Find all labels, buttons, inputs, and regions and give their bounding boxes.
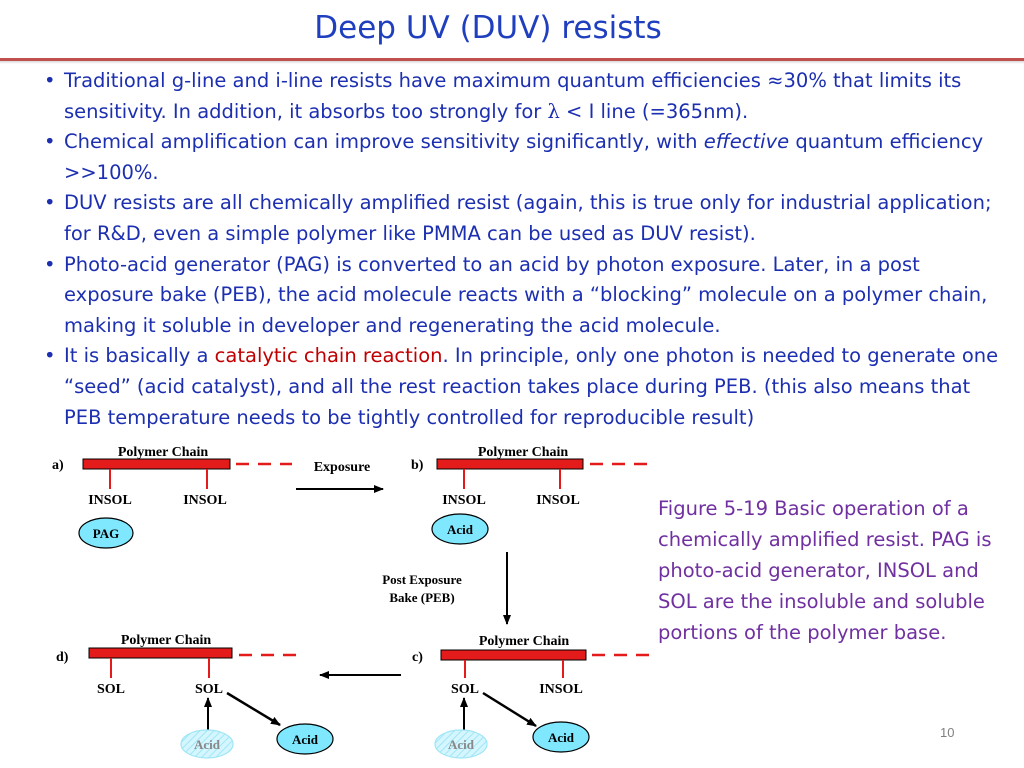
panel-d-label: d): [56, 650, 69, 665]
acid-bubble: [431, 513, 489, 545]
peb-label-line1: Post Exposure: [382, 572, 462, 587]
bullet-text: < I line (=365nm).: [559, 99, 749, 123]
consumed-acid-label: Acid: [194, 737, 221, 752]
bullet-text: Photo-acid generator (PAG) is converted …: [64, 252, 988, 337]
bullet-text: It is basically a: [64, 344, 215, 368]
sol-label: SOL: [195, 682, 223, 697]
exposure-label: Exposure: [314, 460, 371, 475]
insol-label: INSOL: [88, 493, 132, 508]
bullet-item: Photo-acid generator (PAG) is converted …: [40, 250, 1000, 342]
bullet-text: DUV resists are all chemically amplified…: [64, 191, 992, 245]
consumed-acid-bubble: [434, 729, 488, 759]
pag-bubble: [78, 517, 134, 549]
bullet-list: Traditional g-line and i-line resists ha…: [40, 66, 1000, 433]
acid-bubble: [276, 723, 334, 755]
lambda-symbol: λ: [547, 99, 560, 123]
polymer-chain-bar: [82, 458, 231, 470]
panel-b-label: b): [411, 458, 424, 473]
figure-caption: Figure 5-19 Basic operation of a chemica…: [658, 497, 992, 644]
sol-label: SOL: [97, 682, 125, 697]
polymer-chain-bar: [436, 458, 584, 470]
insol-label: INSOL: [536, 493, 580, 508]
bullet-text: quantum efficiency >>100%.: [64, 130, 984, 184]
chemically-amplified-resist-diagram: a) Polymer Chain INSOL INSOL PAG Exposur…: [52, 445, 650, 759]
title-divider-shadow: [0, 61, 1024, 64]
acid-bubble: [532, 721, 590, 753]
insol-label: INSOL: [539, 682, 583, 697]
polymer-chain-bar: [440, 649, 587, 661]
bullet-item: It is basically a catalytic chain reacti…: [40, 341, 1000, 433]
acid-release-arrow: [482, 691, 537, 728]
panel-c: c) Polymer Chain SOL INSOL Acid Acid: [412, 634, 650, 759]
bullet-text: Chemical amplification can improve sensi…: [64, 130, 704, 154]
acid-label: Acid: [447, 522, 474, 537]
peb-step: Post Exposure Bake (PEB): [382, 552, 511, 625]
consumed-acid-bubble: [180, 729, 234, 759]
polymer-chain-bar: [88, 647, 233, 659]
panel-b: b) Polymer Chain INSOL INSOL Acid: [411, 445, 648, 545]
bullet-item: Chemical amplification can improve sensi…: [40, 127, 1000, 188]
page-number: 10: [940, 725, 955, 740]
exposure-step: Exposure: [296, 460, 384, 493]
polymer-chain-label: Polymer Chain: [478, 445, 569, 460]
slide-title: Deep UV (DUV) resists: [314, 10, 662, 46]
insol-label: INSOL: [183, 493, 227, 508]
bullet-item: Traditional g-line and i-line resists ha…: [40, 66, 1000, 127]
consumed-acid-label: Acid: [448, 737, 475, 752]
polymer-chain-label: Polymer Chain: [479, 634, 570, 649]
panel-c-label: c): [412, 650, 423, 665]
sol-label: SOL: [451, 682, 479, 697]
polymer-chain-label: Polymer Chain: [118, 445, 209, 460]
polymer-chain-label: Polymer Chain: [121, 633, 212, 648]
panel-a: a) Polymer Chain INSOL INSOL PAG: [52, 445, 292, 549]
panel-a-label: a): [52, 458, 64, 473]
acid-label: Acid: [548, 730, 575, 745]
bullet-text: Traditional g-line and i-line resists ha…: [64, 69, 962, 123]
highlight-text: catalytic chain reaction: [214, 344, 443, 368]
insol-label: INSOL: [442, 493, 486, 508]
bullet-text: . In principle, only one photon is neede…: [64, 344, 999, 429]
panel-d: d) Polymer Chain SOL SOL Acid Acid: [56, 633, 334, 759]
acid-label: Acid: [292, 732, 319, 747]
title-divider: [0, 58, 1024, 61]
peb-label-line2: Bake (PEB): [389, 590, 454, 605]
bullet-item: DUV resists are all chemically amplified…: [40, 188, 1000, 249]
pag-label: PAG: [93, 526, 119, 541]
emphasis-text: effective: [703, 130, 790, 154]
acid-release-arrow: [226, 691, 281, 727]
